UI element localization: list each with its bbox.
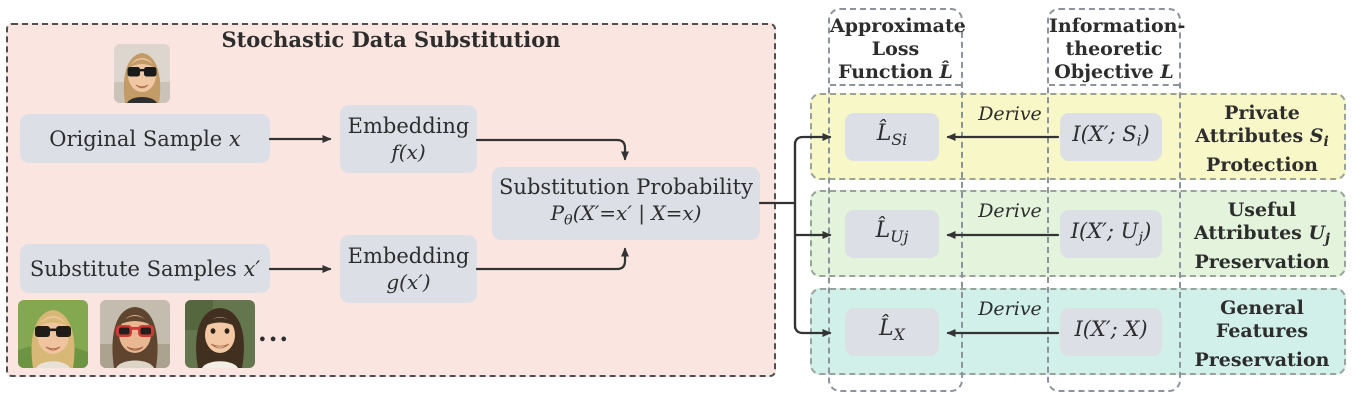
smiling-woman-image	[185, 300, 255, 368]
substitution-probability-title: Substitution Probability	[499, 174, 753, 199]
loss-si-label: L̂Si	[876, 121, 908, 149]
derive-label: Derive	[978, 103, 1042, 125]
loss-uj-label: L̂Uj	[875, 218, 909, 246]
substitute-samples-box: Substitute Samples x′	[20, 244, 270, 293]
row-useful-attributes: L̂Uj Derive I(X′; Uj) Useful Attributes …	[810, 190, 1346, 277]
column-separator	[1049, 84, 1179, 86]
objective-uj-label: I(X′; Uj)	[1070, 218, 1152, 247]
loss-si-box: L̂Si	[845, 113, 939, 161]
man-red-sunglasses-image	[100, 300, 170, 368]
approximate-loss-function-header: Approximate Loss Function L̂	[830, 15, 966, 83]
objective-x-box: I(X′; X)	[1060, 308, 1162, 356]
loss-x-label: L̂X	[879, 316, 905, 344]
column-separator	[830, 84, 961, 86]
original-sample-label: Original Sample x	[49, 126, 241, 151]
derive-label: Derive	[978, 298, 1042, 320]
substitution-probability-box: Substitution Probability Pθ(X′=x′ | X=x)	[492, 167, 760, 240]
objective-si-label: I(X′; Si)	[1072, 121, 1150, 150]
loss-x-box: L̂X	[845, 308, 939, 356]
objective-uj-box: I(X′; Uj)	[1060, 210, 1162, 258]
more-samples-ellipsis: ...	[258, 318, 291, 347]
substitute-sample-photo-2	[100, 300, 170, 368]
embedding-g-title: Embedding	[347, 244, 470, 268]
original-sample-photo	[114, 44, 170, 103]
embedding-f-title: Embedding	[347, 114, 470, 138]
blonde-woman-sunglasses-image	[18, 300, 88, 368]
original-sample-box: Original Sample x	[20, 114, 270, 163]
row-general-features: L̂X Derive I(X′; X) General Features Pre…	[810, 288, 1346, 375]
private-attributes-protection-label: Private Attributes Si Protection	[1195, 102, 1329, 177]
loss-uj-box: L̂Uj	[845, 210, 939, 258]
objective-x-label: I(X′; X)	[1074, 316, 1148, 341]
substitute-sample-photo-3	[185, 300, 255, 368]
substitute-samples-label: Substitute Samples x′	[29, 256, 261, 281]
objective-si-box: I(X′; Si)	[1060, 113, 1162, 161]
woman-with-sunglasses-image	[114, 44, 170, 103]
useful-attributes-preservation-label: Useful Attributes Uj Preservation	[1194, 199, 1330, 274]
panel-title: Stochastic Data Substitution	[221, 27, 561, 52]
information-theoretic-objective-header: Information- theoretic Objective L	[1049, 15, 1186, 83]
derive-label: Derive	[978, 200, 1042, 222]
embedding-f-function: f(x)	[391, 140, 426, 164]
embedding-g-function: g(x′)	[386, 270, 431, 294]
embedding-f-box: Embedding f(x)	[340, 105, 477, 173]
row-private-attributes: L̂Si Derive I(X′; Si) Private Attributes…	[810, 93, 1346, 180]
substitute-sample-photo-1	[18, 300, 88, 368]
embedding-g-box: Embedding g(x′)	[340, 235, 477, 303]
general-features-preservation-label: General Features Preservation	[1194, 297, 1330, 372]
substitution-probability-formula: Pθ(X′=x′ | X=x)	[550, 200, 702, 229]
